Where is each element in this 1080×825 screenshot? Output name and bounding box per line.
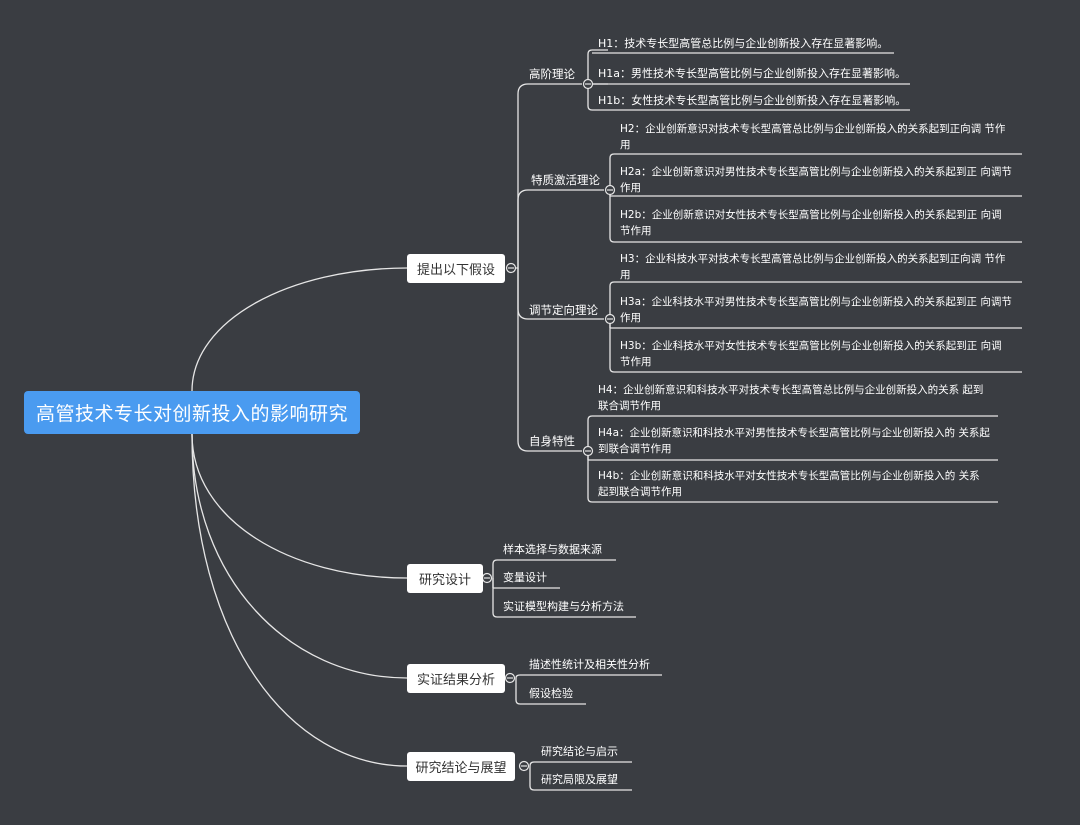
connector-group-1 xyxy=(511,83,582,269)
leaf-h2[interactable]: H2：企业创新意识对技术专长型高管总比例与企业创新投入的关系起到正向调 节作用 xyxy=(620,123,1006,151)
leaf-h1a[interactable]: H1a：男性技术专长型高管比例与企业创新投入存在显著影响。 xyxy=(598,67,907,80)
leaf-variable-design[interactable]: 变量设计 xyxy=(503,571,547,584)
branch-empirical-results[interactable]: 实证结果分析 xyxy=(407,664,505,693)
connector-group-2 xyxy=(517,189,604,268)
leaf-h2a[interactable]: H2a：企业创新意识对男性技术专长型高管比例与企业创新投入的关系起到正 向调节作… xyxy=(620,166,1012,194)
leaf-h3b[interactable]: H3b：企业科技水平对女性技术专长型高管比例与企业创新投入的关系起到正 向调节作… xyxy=(620,340,1002,368)
leaf-sample-selection[interactable]: 样本选择与数据来源 xyxy=(503,543,602,556)
connector-root-conclusion xyxy=(191,433,408,767)
leaf-descriptive-statistics[interactable]: 描述性统计及相关性分析 xyxy=(529,658,650,671)
collapse-toggle-hypotheses[interactable] xyxy=(505,262,517,274)
leaf-h1[interactable]: H1：技术专长型高管总比例与企业创新投入存在显著影响。 xyxy=(598,37,889,50)
leaf-h1b[interactable]: H1b：女性技术专长型高管比例与企业创新投入存在显著影响。 xyxy=(598,94,907,107)
leaf-h2b[interactable]: H2b：企业创新意识对女性技术专长型高管比例与企业创新投入的关系起到正 向调节作… xyxy=(620,209,1002,237)
group-label-high-order-theory[interactable]: 高阶理论 xyxy=(529,67,575,81)
leaf-h3[interactable]: H3：企业科技水平对技术专长型高管总比例与企业创新投入的关系起到正向调 节作用 xyxy=(620,253,1006,281)
leaf-h4b[interactable]: H4b：企业创新意识和科技水平对女性技术专长型高管比例与企业创新投入的 关系起到… xyxy=(598,470,980,498)
leaf-conclusions-implications[interactable]: 研究结论与启示 xyxy=(541,745,618,758)
branch-research-design[interactable]: 研究设计 xyxy=(407,564,483,593)
collapse-toggle-group-2[interactable] xyxy=(604,184,616,196)
connector-root-results xyxy=(191,433,408,679)
group-label-trait-activation[interactable]: 特质激活理论 xyxy=(531,173,600,187)
group-label-regulatory-focus[interactable]: 调节定向理论 xyxy=(529,303,598,317)
root-topic[interactable]: 高管技术专长对创新投入的影响研究 xyxy=(24,391,360,434)
connector-group-4 xyxy=(517,268,582,452)
leaf-h3a[interactable]: H3a：企业科技水平对男性技术专长型高管比例与企业创新投入的关系起到正 向调节作… xyxy=(620,296,1012,324)
collapse-toggle-group-3[interactable] xyxy=(604,313,616,325)
collapse-toggle-results[interactable] xyxy=(504,672,516,684)
collapse-toggle-group-4[interactable] xyxy=(582,445,594,457)
leaf-h4[interactable]: H4：企业创新意识和科技水平对技术专长型高管总比例与企业创新投入的关系 起到联合… xyxy=(598,384,984,412)
collapse-toggle-conclusion[interactable] xyxy=(518,760,530,772)
connector-root-design xyxy=(191,433,408,579)
collapse-toggle-design[interactable] xyxy=(481,572,493,584)
branch-hypotheses[interactable]: 提出以下假设 xyxy=(407,254,505,283)
connector-root-hypotheses xyxy=(191,267,408,392)
collapse-toggle-group-1[interactable] xyxy=(582,78,594,90)
leaf-hypothesis-testing[interactable]: 假设检验 xyxy=(529,687,573,700)
leaf-h4a[interactable]: H4a：企业创新意识和科技水平对男性技术专长型高管比例与企业创新投入的 关系起到… xyxy=(598,427,990,455)
group-label-own-characteristics[interactable]: 自身特性 xyxy=(529,434,575,448)
branch-conclusion[interactable]: 研究结论与展望 xyxy=(407,752,515,781)
leaf-empirical-model[interactable]: 实证模型构建与分析方法 xyxy=(503,600,624,613)
leaf-limitations-outlook[interactable]: 研究局限及展望 xyxy=(541,773,618,786)
